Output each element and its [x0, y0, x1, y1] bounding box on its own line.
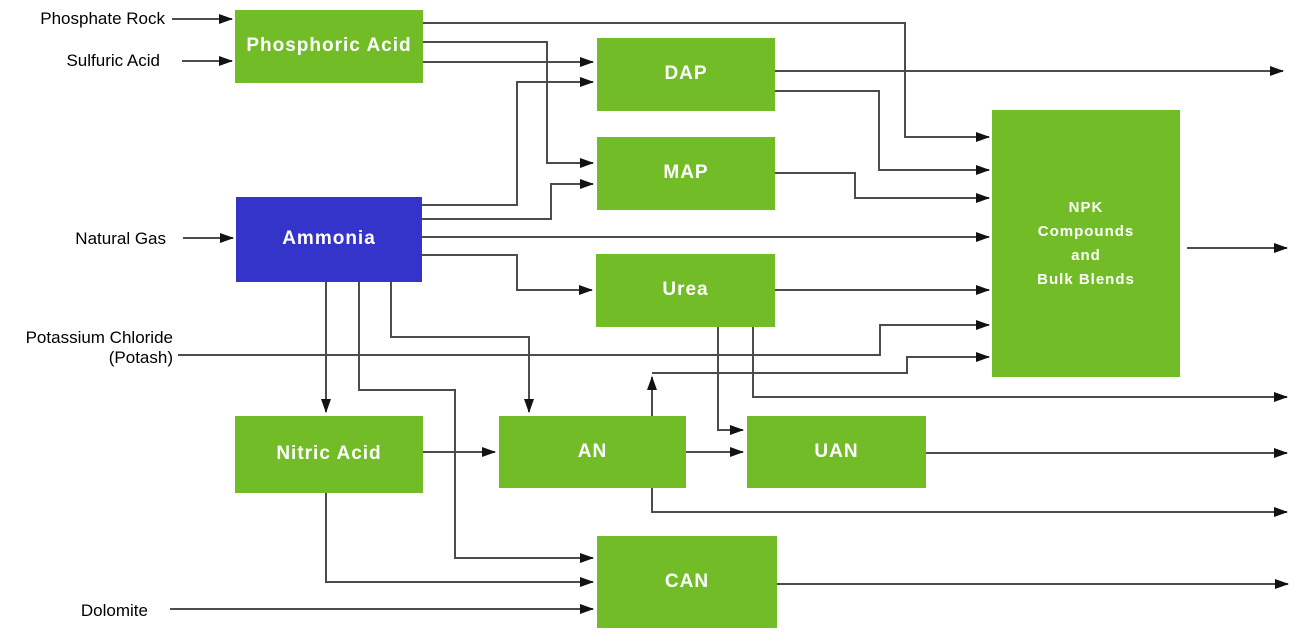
node-map-label: MAP [663, 162, 709, 184]
node-phosphoric-acid: Phosphoric Acid [235, 10, 423, 83]
edge-ammonia-to-can [358, 282, 594, 563]
node-nitric-acid-label: Nitric Acid [276, 443, 382, 465]
edge-ammonia-to-dap [422, 77, 594, 206]
node-npk-label-line2: Compounds [1037, 222, 1135, 240]
node-an: AN [499, 416, 686, 488]
node-ammonia-label: Ammonia [282, 228, 376, 250]
input-label-phosphate-rock: Phosphate Rock [40, 9, 165, 28]
edge-ammonia-to-map [422, 179, 594, 220]
node-npk-label-line3: and [1071, 246, 1101, 264]
input-label-potassium-chloride: Potassium Chloride (Potash) [0, 328, 173, 368]
edge-nitric-acid-to-can [325, 493, 594, 587]
input-label-potassium-chloride-line2: (Potash) [108, 348, 173, 367]
node-can: CAN [597, 536, 777, 628]
node-uan-label: UAN [814, 440, 859, 462]
node-nitric-acid: Nitric Acid [235, 416, 423, 493]
input-label-dolomite: Dolomite [80, 601, 148, 620]
edge-ammonia-to-urea [422, 254, 593, 295]
edge-phosphoric-acid-to-npk [423, 22, 990, 142]
node-dap-label: DAP [664, 63, 708, 85]
node-npk-compounds-bulk-blends: NPK Compounds and Bulk Blends [992, 110, 1180, 377]
node-npk-label-line4: Bulk Blends [1037, 270, 1135, 288]
edge-an-to-npk [652, 352, 990, 374]
edge-potash-to-npk [178, 320, 990, 356]
node-an-label: AN [577, 440, 608, 462]
node-urea: Urea [596, 254, 775, 327]
edge-dap-to-npk [775, 90, 990, 175]
node-npk-label-line1: NPK [1068, 198, 1104, 216]
input-label-natural-gas: Natural Gas [75, 229, 166, 248]
node-can-label: CAN [664, 570, 710, 592]
node-uan: UAN [747, 416, 926, 488]
node-map: MAP [597, 137, 775, 210]
edge-ammonia-to-an [390, 282, 534, 413]
node-ammonia: Ammonia [236, 197, 422, 282]
node-dap: DAP [597, 38, 775, 111]
edge-urea-to-right-exit [752, 327, 1288, 402]
edge-an-to-right-exit [651, 488, 1288, 517]
input-label-potassium-chloride-line1: Potassium Chloride [25, 328, 173, 347]
input-label-sulfuric-acid: Sulfuric Acid [66, 51, 160, 70]
edge-map-to-npk [775, 172, 990, 203]
node-urea-label: Urea [662, 279, 709, 301]
edge-phosphoric-acid-to-map [423, 41, 594, 168]
node-phosphoric-acid-label: Phosphoric Acid [246, 35, 412, 57]
edge-urea-to-uan [717, 327, 744, 435]
